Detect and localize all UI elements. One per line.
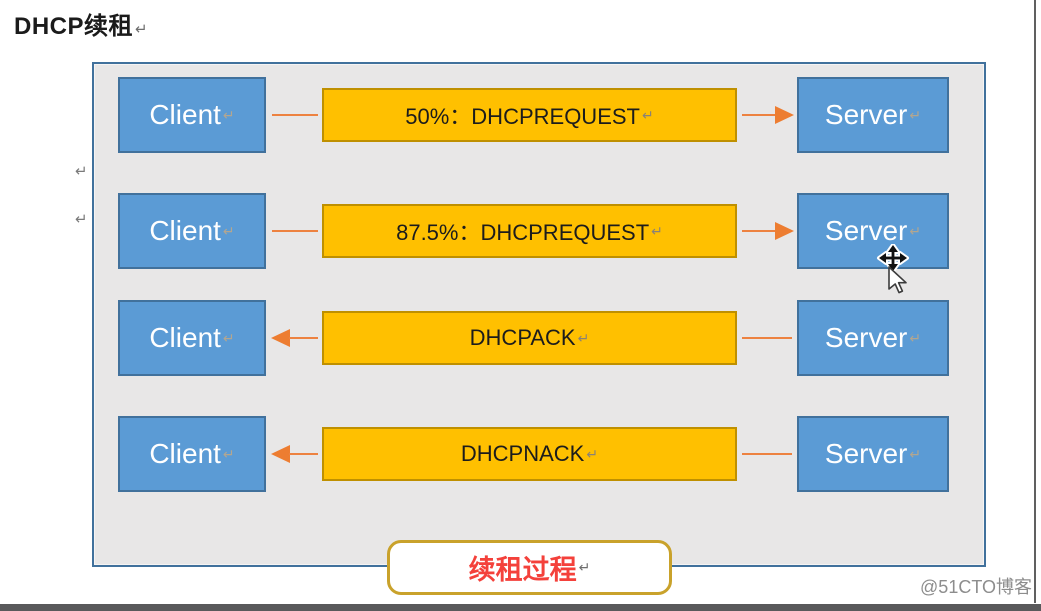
- return-mark: ↵: [586, 445, 599, 462]
- return-mark: ↵: [909, 222, 922, 239]
- message-label: 50%：DHCPREQUEST: [405, 104, 640, 129]
- watermark: @51CTO博客: [920, 577, 1032, 597]
- client-node-row3[interactable]: Client↵: [118, 300, 266, 376]
- message-box-row2[interactable]: 87.5%：DHCPREQUEST↵: [322, 204, 737, 258]
- server-label: Server: [824, 438, 908, 469]
- return-mark: ↵: [909, 445, 922, 462]
- return-mark: ↵: [641, 106, 654, 123]
- arrowhead-right-icon: [775, 222, 794, 240]
- message-label: DHCPNACK: [460, 441, 585, 466]
- server-node-row3[interactable]: Server↵: [797, 300, 949, 376]
- connector-line: [742, 453, 792, 455]
- message-box-row1[interactable]: 50%：DHCPREQUEST↵: [322, 88, 737, 142]
- client-label: Client: [149, 99, 221, 130]
- message-label: 87.5%：DHCPREQUEST: [396, 220, 650, 245]
- server-node-row4[interactable]: Server↵: [797, 416, 949, 492]
- client-label: Client: [149, 322, 221, 353]
- server-node-row1[interactable]: Server↵: [797, 77, 949, 153]
- connector-line: [272, 114, 318, 116]
- arrowhead-left-icon: [271, 329, 290, 347]
- paragraph-mark: ↵: [75, 163, 88, 180]
- return-mark: ↵: [222, 106, 235, 123]
- connector-line: [289, 453, 318, 455]
- return-mark: ↵: [135, 21, 149, 38]
- server-node-row2[interactable]: Server↵: [797, 193, 949, 269]
- connector-line: [742, 337, 792, 339]
- server-label: Server: [824, 215, 908, 246]
- message-box-row4[interactable]: DHCPNACK↵: [322, 427, 737, 481]
- window-bottom-bar: [0, 604, 1041, 611]
- page-title: DHCP续租↵: [14, 6, 148, 41]
- client-node-row2[interactable]: Client↵: [118, 193, 266, 269]
- return-mark: ↵: [909, 329, 922, 346]
- return-mark: ↵: [651, 222, 663, 239]
- client-node-row4[interactable]: Client↵: [118, 416, 266, 492]
- caption-label: 续租过程: [468, 555, 577, 585]
- connector-line: [742, 230, 776, 232]
- return-mark: ↵: [577, 329, 590, 346]
- move-cursor-icon: [877, 244, 909, 294]
- return-mark: ↵: [222, 329, 235, 346]
- arrowhead-right-icon: [775, 106, 794, 124]
- server-label: Server: [824, 99, 908, 130]
- caption-box[interactable]: 续租过程↵: [387, 540, 672, 595]
- page-title-text: DHCP续租: [14, 13, 134, 40]
- client-node-row1[interactable]: Client↵: [118, 77, 266, 153]
- paragraph-mark: ↵: [75, 211, 88, 228]
- connector-line: [742, 114, 776, 116]
- return-mark: ↵: [578, 559, 591, 575]
- message-label: DHCPACK: [469, 325, 576, 350]
- return-mark: ↵: [909, 106, 922, 123]
- connector-line: [289, 337, 318, 339]
- arrowhead-left-icon: [271, 445, 290, 463]
- page-edge-divider: [1034, 0, 1036, 603]
- client-label: Client: [149, 438, 221, 469]
- return-mark: ↵: [222, 222, 235, 239]
- connector-line: [272, 230, 318, 232]
- return-mark: ↵: [222, 445, 235, 462]
- server-label: Server: [824, 322, 908, 353]
- client-label: Client: [149, 215, 221, 246]
- message-box-row3[interactable]: DHCPACK↵: [322, 311, 737, 365]
